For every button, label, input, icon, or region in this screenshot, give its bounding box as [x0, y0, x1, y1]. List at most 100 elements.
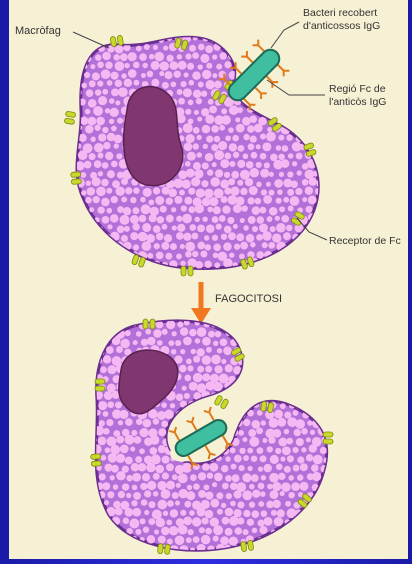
- granule: [277, 509, 285, 517]
- granule: [187, 485, 192, 490]
- granule: [237, 180, 243, 186]
- granule: [214, 81, 222, 89]
- granule: [91, 367, 97, 373]
- granule: [256, 374, 263, 381]
- granule: [324, 329, 330, 335]
- granule: [93, 196, 100, 203]
- granule: [162, 472, 169, 479]
- granule: [162, 329, 168, 335]
- granule: [313, 310, 322, 319]
- granule: [154, 52, 164, 62]
- granule: [97, 80, 103, 86]
- granule: [293, 71, 300, 78]
- granule: [130, 197, 136, 203]
- granule: [255, 356, 265, 366]
- granule: [178, 98, 185, 105]
- granule: [301, 319, 310, 328]
- granule: [84, 233, 91, 240]
- granule: [219, 321, 227, 329]
- granule: [118, 420, 123, 425]
- granule: [98, 508, 104, 514]
- granule: [224, 312, 232, 320]
- granule: [258, 519, 265, 526]
- granule: [97, 545, 104, 552]
- granule: [323, 171, 330, 178]
- granule: [125, 418, 133, 426]
- granule: [319, 354, 329, 364]
- granule: [214, 188, 224, 198]
- granule: [240, 188, 247, 195]
- granule: [66, 33, 76, 43]
- granule: [299, 482, 308, 491]
- granule: [123, 320, 128, 325]
- granule: [284, 36, 291, 43]
- granule: [198, 490, 206, 498]
- granule: [161, 242, 169, 250]
- granule: [281, 482, 291, 492]
- granule: [262, 81, 267, 86]
- granule: [251, 312, 257, 318]
- granule: [304, 80, 312, 88]
- granule: [292, 124, 299, 131]
- granule: [321, 252, 326, 257]
- granule: [185, 53, 191, 59]
- phagocytosis-diagram: Macròfag Bacteri recobert d'anticossos I…: [9, 0, 408, 559]
- granule: [322, 44, 328, 50]
- granule: [138, 463, 147, 472]
- granule: [256, 144, 261, 149]
- granule: [247, 519, 254, 526]
- granule: [294, 259, 303, 268]
- granule: [115, 61, 125, 71]
- granule: [313, 61, 322, 70]
- granule: [224, 172, 230, 178]
- granule: [206, 224, 215, 233]
- granule: [124, 79, 132, 87]
- granule: [132, 485, 138, 491]
- granule: [202, 216, 207, 221]
- granule: [192, 71, 200, 79]
- granule: [111, 465, 119, 473]
- granule: [156, 270, 162, 276]
- granule: [100, 455, 106, 461]
- granule: [300, 270, 308, 278]
- label-bacterium-line2: d'anticossos IgG: [303, 20, 380, 32]
- granule: [174, 71, 181, 78]
- granule: [305, 526, 314, 535]
- granule: [221, 234, 227, 240]
- granule: [92, 269, 99, 276]
- granule: [107, 25, 114, 32]
- granule: [184, 72, 189, 77]
- granule: [280, 403, 286, 409]
- granule: [277, 45, 283, 51]
- granule: [319, 393, 325, 399]
- granule: [230, 501, 236, 507]
- granule: [239, 338, 246, 345]
- granule: [296, 153, 303, 160]
- granule: [101, 69, 111, 79]
- granule: [97, 526, 105, 534]
- granule: [143, 188, 152, 197]
- nucleus-top: [124, 87, 183, 186]
- granule: [266, 182, 271, 187]
- granule: [98, 401, 107, 410]
- granule: [176, 253, 182, 259]
- granule: [183, 123, 193, 133]
- granule: [94, 235, 101, 242]
- granule: [69, 269, 74, 274]
- granule: [84, 270, 90, 276]
- granule: [180, 244, 185, 249]
- granule: [324, 261, 331, 268]
- granule: [197, 327, 207, 337]
- granule: [109, 98, 115, 104]
- granule: [151, 310, 158, 317]
- granule: [205, 491, 213, 499]
- granule: [198, 44, 205, 51]
- granule: [278, 98, 285, 105]
- granule: [300, 463, 308, 471]
- granule: [307, 89, 317, 99]
- granule: [84, 498, 93, 507]
- granule: [249, 376, 255, 382]
- granule: [84, 72, 90, 78]
- granule: [212, 270, 220, 278]
- granule: [124, 545, 132, 553]
